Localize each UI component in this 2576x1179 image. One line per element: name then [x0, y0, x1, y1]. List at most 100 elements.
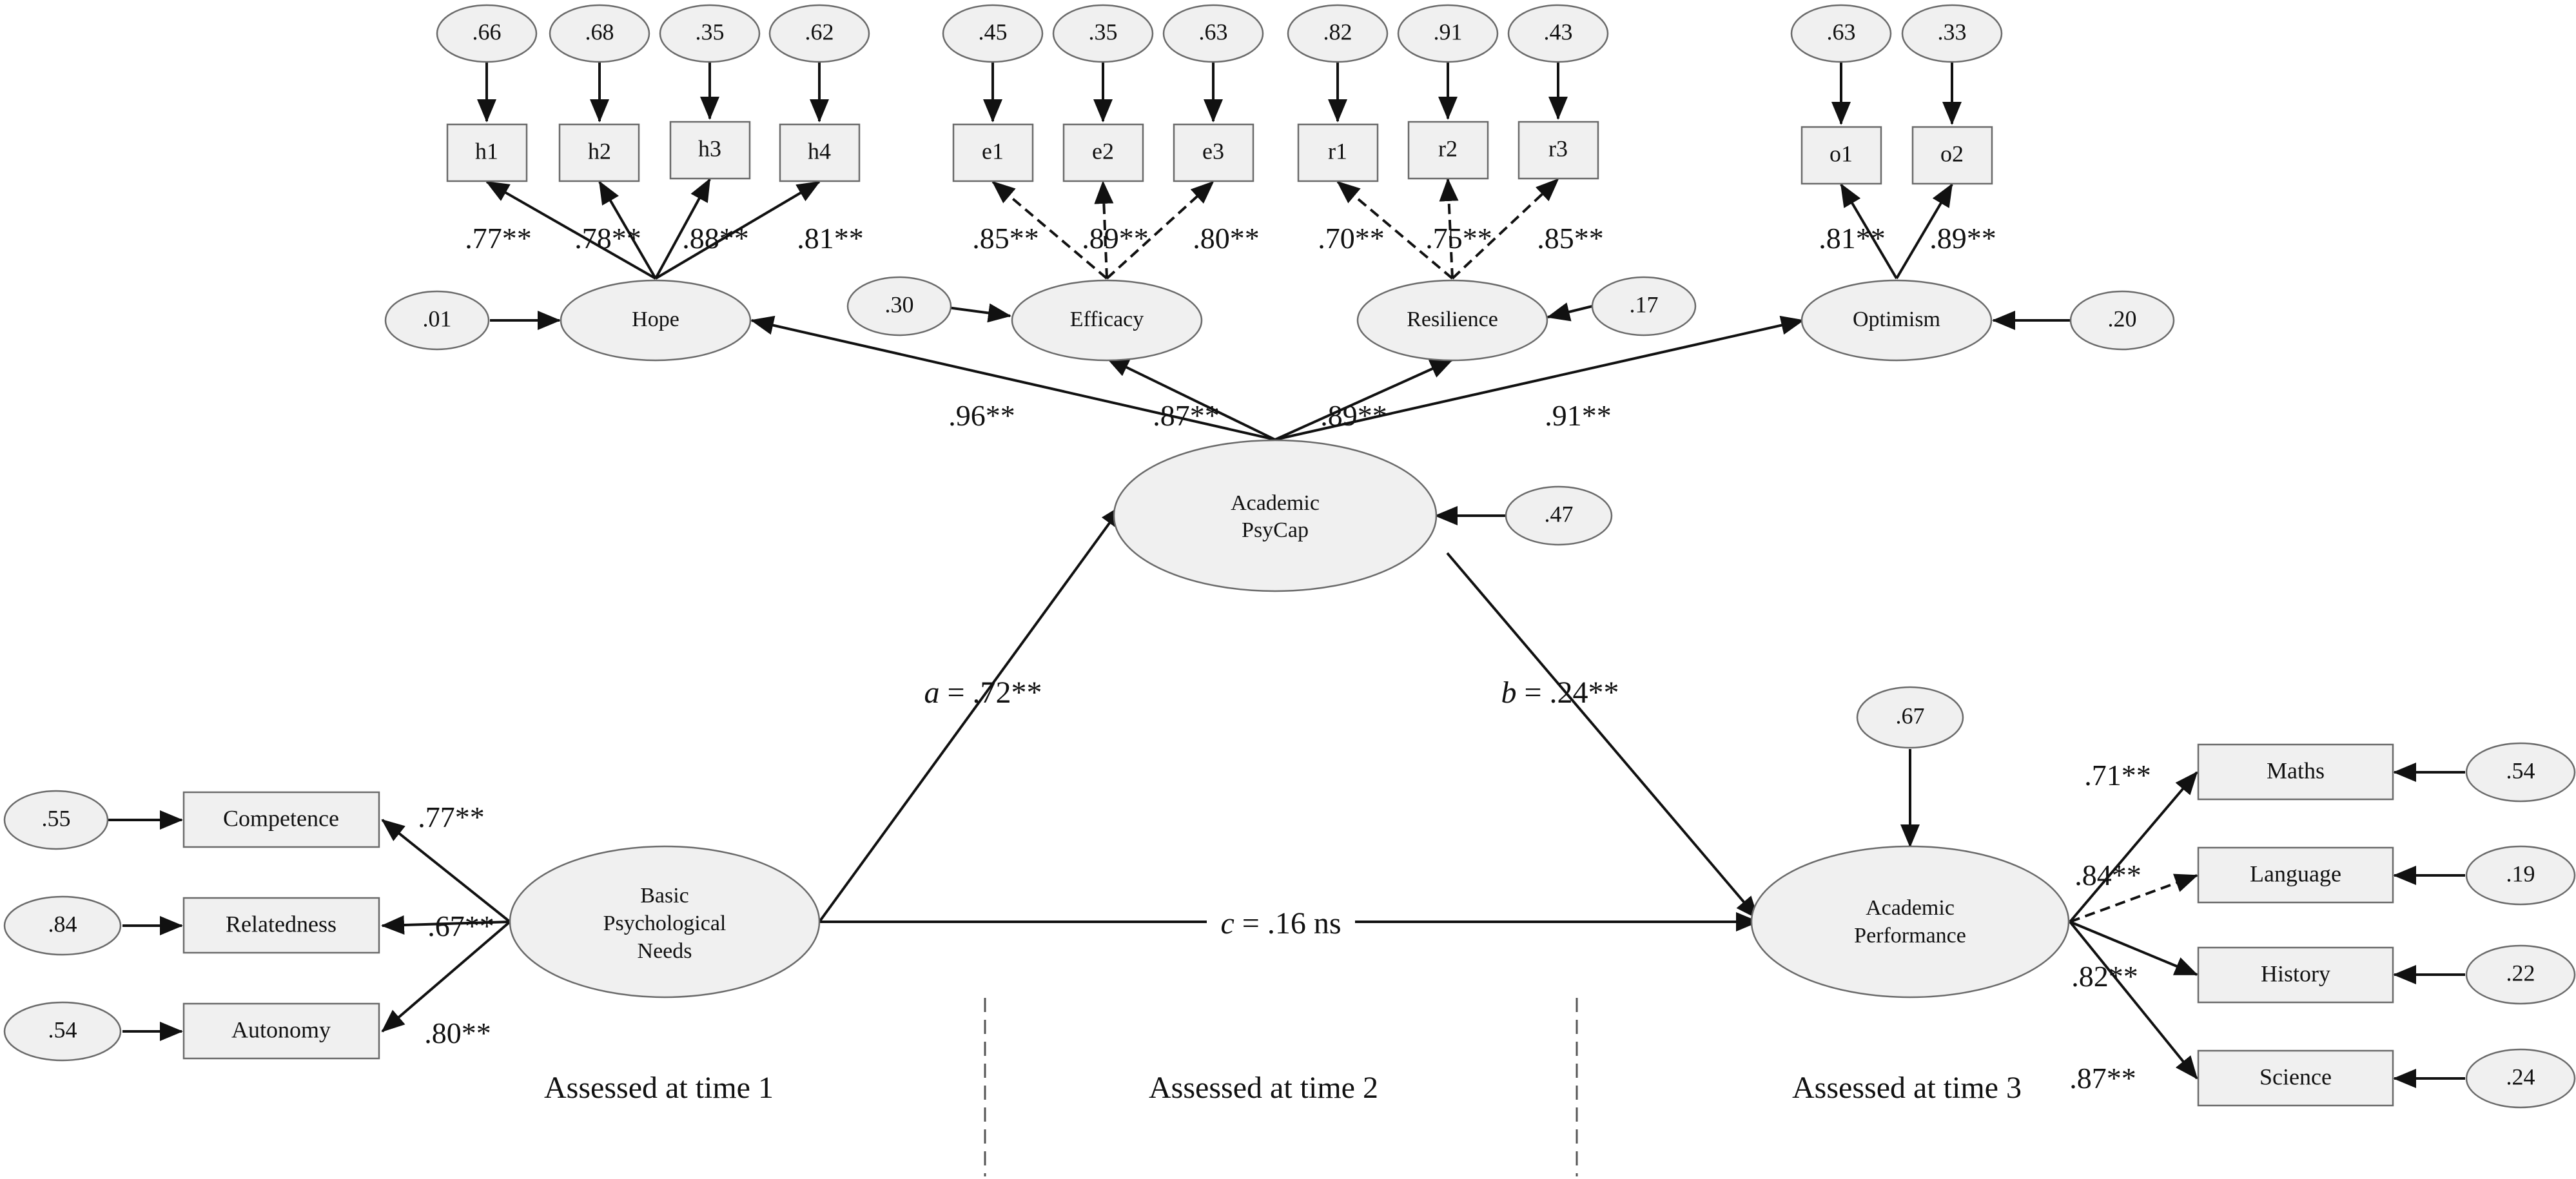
loading-arrow-maths	[2069, 771, 2198, 923]
indicator-error-h1: .66	[436, 4, 538, 63]
loading-label-h4: .81**	[797, 222, 864, 255]
time-label-3: Assessed at time 3	[1792, 1071, 2022, 1105]
svg-text:Psychological: Psychological	[603, 911, 727, 935]
loading-label-r2: .75**	[1425, 222, 1492, 255]
indicator-h2: h2	[558, 123, 640, 182]
svg-text:.68: .68	[585, 19, 614, 44]
path-b-arrow	[1446, 552, 1759, 920]
loading-label-science: .87**	[2069, 1062, 2136, 1095]
loading-label-o2: .89**	[1929, 222, 1996, 255]
loading-arrow-relatedness	[381, 915, 511, 935]
loading-label-relatedness: .67**	[427, 910, 494, 942]
svg-text:Autonomy: Autonomy	[231, 1017, 331, 1042]
svg-text:.01: .01	[423, 306, 452, 331]
loading-arrow-o2	[1895, 183, 1953, 280]
loading-arrow-efficacy	[1106, 356, 1276, 441]
indicator-error-history: .22	[2465, 944, 2576, 1005]
loading-arrow-science	[2069, 921, 2198, 1080]
loading-arrow-optimism	[1274, 315, 1804, 441]
indicator-r3: r3	[1517, 121, 1599, 180]
svg-text:.63: .63	[1827, 19, 1856, 44]
svg-text:o2: o2	[1940, 141, 1964, 166]
loading-label-e1: .85**	[972, 222, 1039, 255]
svg-text:.19: .19	[2506, 861, 2535, 886]
svg-text:.54: .54	[48, 1017, 77, 1042]
svg-text:Maths: Maths	[2267, 757, 2325, 783]
svg-text:.33: .33	[1938, 19, 1967, 44]
latent-academic-psycap: Academic PsyCap	[1113, 439, 1438, 592]
svg-text:Needs: Needs	[638, 939, 692, 963]
svg-text:.82: .82	[1323, 19, 1352, 44]
indicator-error-r1: .82	[1287, 4, 1389, 63]
svg-text:r2: r2	[1438, 135, 1458, 161]
indicator-error-e1: .45	[942, 4, 1044, 63]
loading-arrow-autonomy	[381, 921, 511, 1033]
path-a-arrow	[818, 504, 1124, 923]
svg-text:.20: .20	[2108, 306, 2137, 331]
indicator-error-e3: .63	[1162, 4, 1264, 63]
loading-arrow-e2	[1094, 180, 1114, 279]
indicator-h1: h1	[446, 123, 528, 182]
loading-arrow-history	[2069, 921, 2198, 976]
indicator-error-o2: .33	[1901, 4, 2003, 63]
svg-text:PsyCap: PsyCap	[1242, 518, 1309, 542]
latent-resilience: Resilience	[1356, 279, 1548, 362]
latent-efficacy: Efficacy	[1011, 279, 1203, 362]
indicator-e2: e2	[1062, 123, 1144, 182]
svg-text:h1: h1	[475, 138, 498, 164]
indicator-relatedness: Relatedness	[182, 897, 380, 954]
loading-label-h2: .78**	[574, 222, 641, 255]
svg-text:o1: o1	[1830, 141, 1853, 166]
loading-label-e2: .89**	[1082, 222, 1149, 255]
indicator-history: History	[2197, 946, 2394, 1004]
latent-hope: Hope	[560, 279, 752, 362]
latent-optimism: Optimism	[1800, 279, 1993, 362]
svg-text:e1: e1	[982, 138, 1004, 164]
svg-text:.17: .17	[1630, 291, 1659, 317]
loading-label-r3: .85**	[1537, 222, 1604, 255]
loading-label-autonomy: .80**	[424, 1017, 491, 1049]
edges	[108, 62, 2465, 1088]
loading-arrow-competence	[381, 819, 511, 923]
loading-label-o1: .81**	[1819, 222, 1886, 255]
svg-text:.45: .45	[979, 19, 1008, 44]
svg-text:.24: .24	[2506, 1064, 2535, 1089]
loading-arrow-hope	[750, 315, 1276, 441]
time-label-1: Assessed at time 1	[544, 1071, 774, 1105]
indicator-science: Science	[2197, 1049, 2394, 1107]
svg-text:.91: .91	[1434, 19, 1463, 44]
path-label-c: c = .16 ns	[1207, 905, 1355, 940]
indicator-error-relatedness: .84	[3, 895, 122, 956]
indicator-error-e2: .35	[1052, 4, 1154, 63]
svg-text:.55: .55	[42, 805, 71, 831]
svg-text:Academic: Academic	[1866, 896, 1955, 920]
loading-label-efficacy: .87**	[1153, 399, 1220, 432]
time-label-2: Assessed at time 2	[1149, 1071, 1378, 1105]
svg-text:Relatedness: Relatedness	[226, 911, 337, 937]
indicator-error-competence: .55	[3, 790, 109, 850]
svg-text:h4: h4	[808, 138, 831, 164]
indicator-language: Language	[2197, 846, 2394, 904]
indicator-error-o1: .63	[1790, 4, 1892, 63]
loading-arrow-h3	[654, 178, 711, 279]
loading-arrow-h1	[485, 180, 656, 280]
svg-text:.35: .35	[1089, 19, 1118, 44]
svg-text:.63: .63	[1199, 19, 1228, 44]
indicator-error-r3: .43	[1507, 4, 1609, 63]
svg-text:Resilience: Resilience	[1407, 307, 1498, 331]
latent-basic-psychological-needs: Basic Psychological Needs	[509, 845, 821, 999]
svg-text:h2: h2	[588, 138, 611, 164]
indicator-o2: o2	[1911, 126, 1993, 185]
svg-text:.67: .67	[1896, 703, 1925, 728]
loading-arrow-r3	[1451, 178, 1559, 280]
indicator-error-r2: .91	[1397, 4, 1499, 63]
svg-text:.62: .62	[805, 19, 834, 44]
indicator-r1: r1	[1297, 123, 1379, 182]
latent-error-efficacy: .30	[846, 276, 952, 336]
svg-text:.30: .30	[885, 291, 914, 317]
svg-text:e3: e3	[1202, 138, 1224, 164]
loading-label-e3: .80**	[1193, 222, 1260, 255]
svg-text:.54: .54	[2506, 757, 2535, 783]
svg-text:Performance: Performance	[1854, 924, 1966, 948]
